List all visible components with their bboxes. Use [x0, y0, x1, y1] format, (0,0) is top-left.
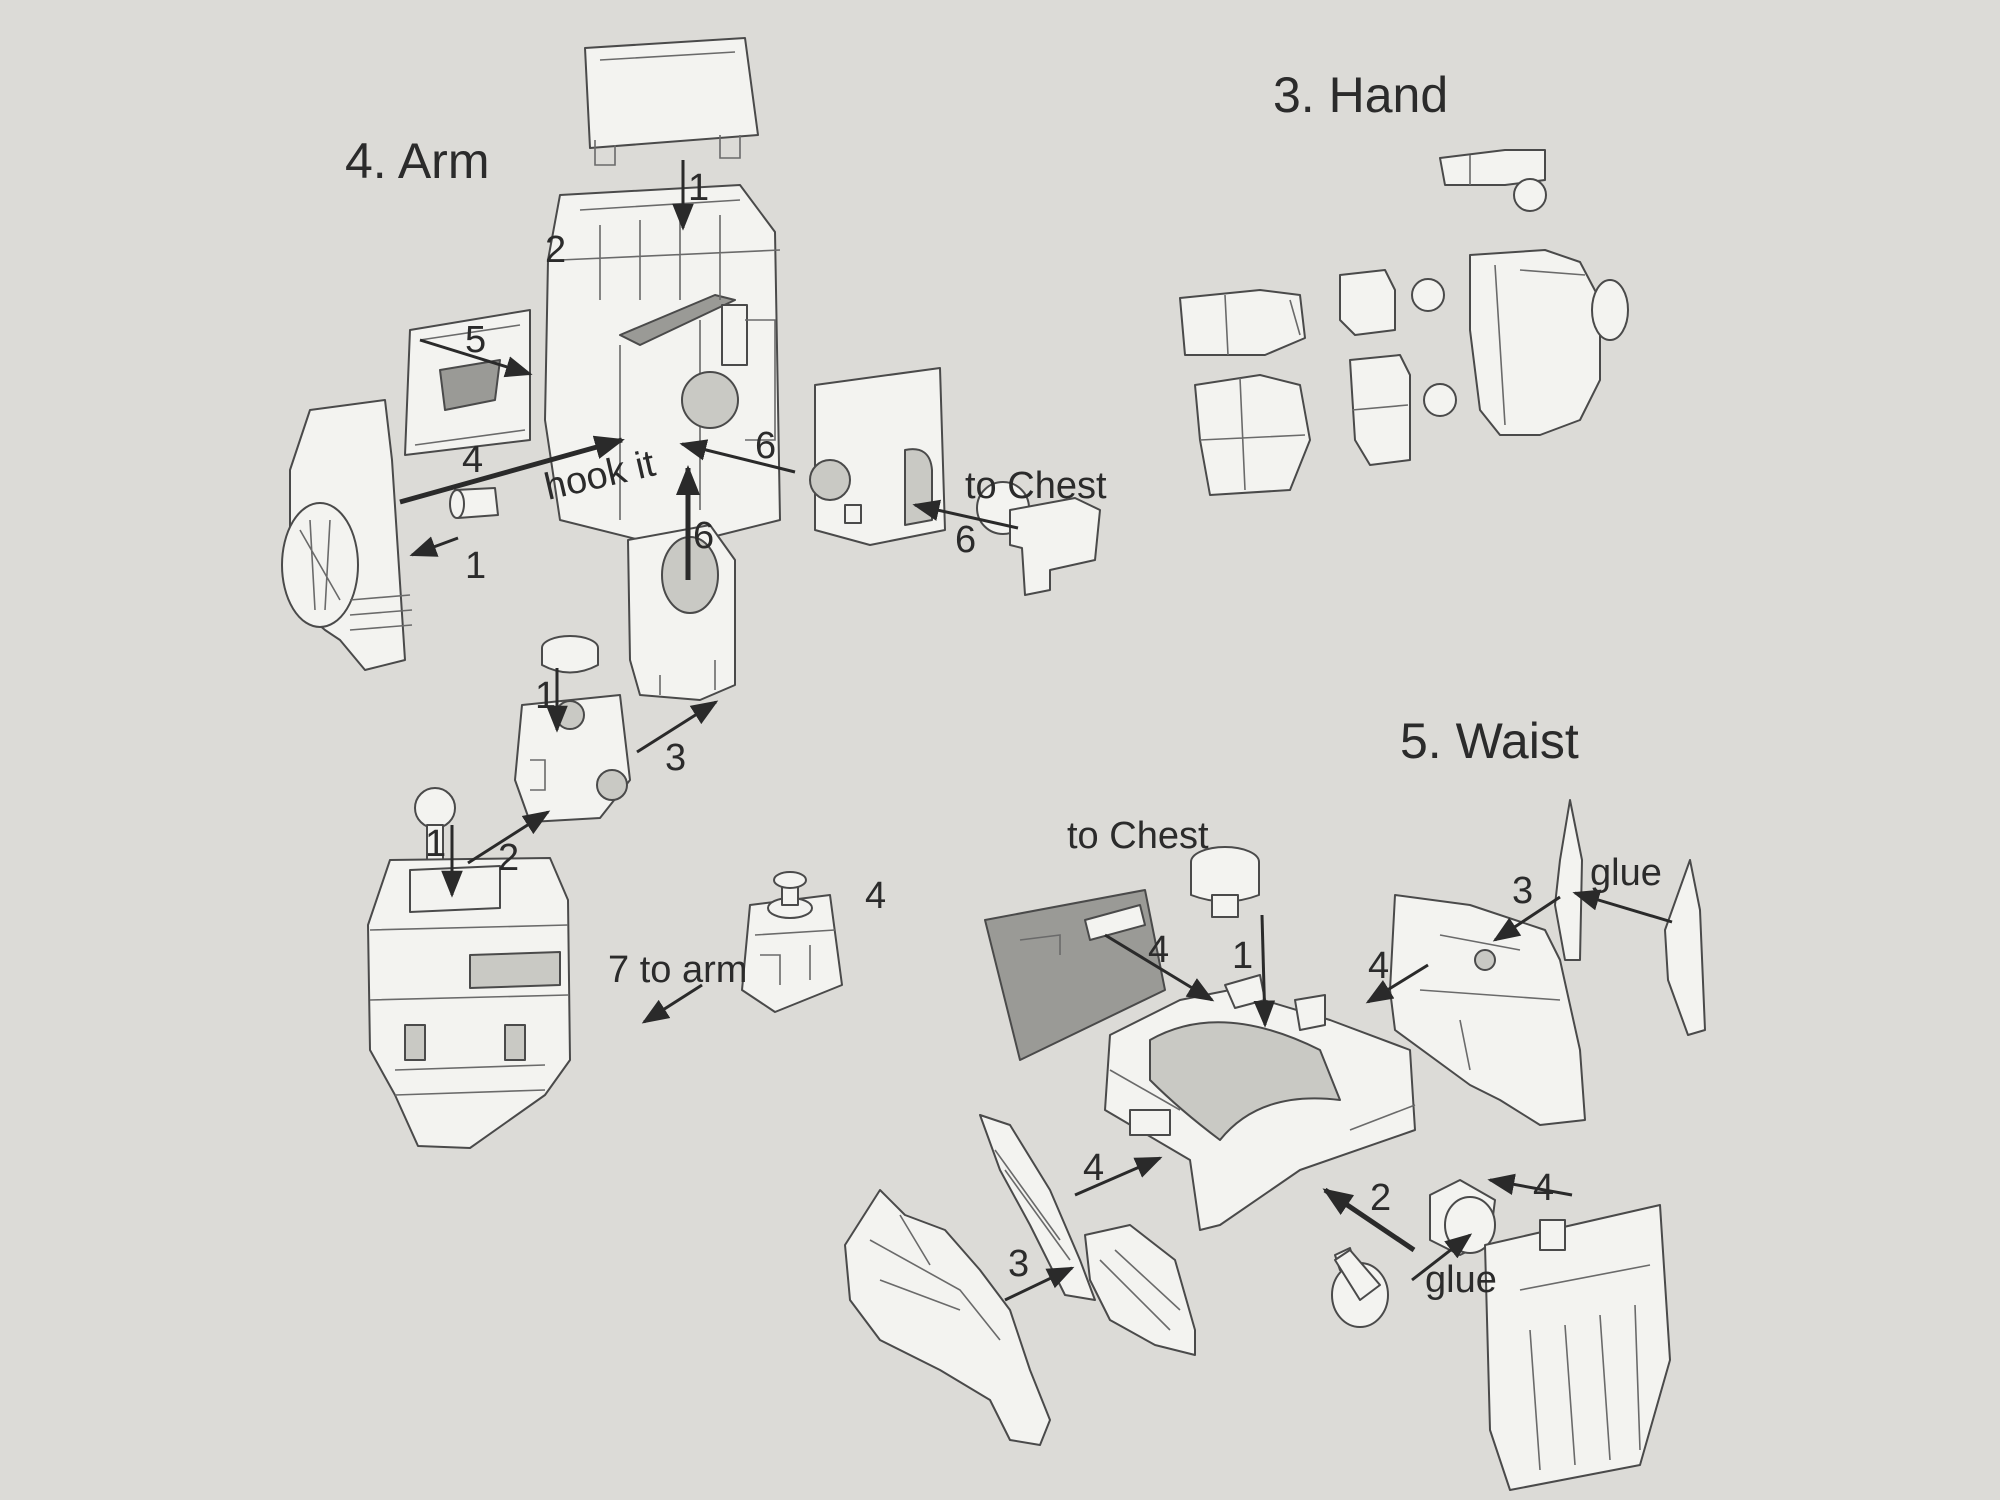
arrow-arm-5 [419, 338, 533, 378]
label-arm-1-left: 1 [465, 545, 486, 587]
arrow-waist-4-bottom-right [1487, 1173, 1573, 1197]
waist-section-title: 5. Waist [1400, 713, 1579, 769]
arm-cap-disc-part [541, 635, 599, 674]
label-arm-1-mid: 1 [535, 675, 556, 717]
hand-finger-lower-left-part [1194, 374, 1311, 496]
hand-finger-upper-left-part [1179, 289, 1306, 356]
label-arm-1-top: 1 [688, 167, 709, 209]
arrow-waist-1 [1253, 914, 1276, 1028]
waist-left-plate-part [984, 889, 1166, 1061]
arrow-waist-glue-bottom [1411, 1233, 1473, 1282]
waist-center-peg-part [1331, 1247, 1389, 1328]
label-arm-6-up: 6 [693, 515, 714, 557]
arm-socket-part [627, 524, 736, 701]
arrow-arm-6-chest [912, 499, 1019, 530]
arm-joint-cube-part [514, 694, 631, 823]
label-arm-3: 3 [665, 737, 686, 779]
waist-left-head-crest-part [844, 1189, 1051, 1446]
arm-small-joint-part [741, 871, 843, 1013]
label-arm-4: 4 [462, 439, 483, 481]
label-waist-3-bottom: 3 [1008, 1243, 1029, 1285]
label-waist-4-right: 4 [1368, 945, 1389, 987]
arrow-arm-4 [399, 435, 625, 505]
hand-finger-lower-mid-part [1349, 354, 1457, 466]
label-waist-4-bottom-left: 4 [1083, 1147, 1104, 1189]
arrow-arm-7 [641, 983, 703, 1024]
waist-right-fin-top-part [1554, 799, 1583, 961]
label-arm-6-right: 6 [755, 425, 776, 467]
waist-left-skirt-part [979, 1114, 1096, 1301]
arm-section-title: 4. Arm [345, 133, 489, 189]
arm-shoulder-cap-part [584, 37, 759, 166]
waist-peg-part [1190, 846, 1260, 918]
arrow-arm-3 [636, 700, 719, 754]
label-waist-1: 1 [1232, 935, 1253, 977]
label-arm-5: 5 [465, 319, 486, 361]
arm-elbow-block-part [809, 367, 946, 546]
label-waist-3-top: 3 [1512, 870, 1533, 912]
arm-small-pin-part [449, 487, 499, 519]
arrow-waist-4-right [1365, 963, 1429, 1004]
waist-left-armor-part [1084, 1224, 1196, 1356]
waist-right-fin-small-part [1664, 859, 1706, 1036]
label-waist-to-chest: to Chest [1067, 815, 1209, 857]
arrow-arm-1-left [409, 536, 459, 557]
label-arm-2-low: 2 [498, 837, 519, 879]
arrow-waist-4-left [1104, 933, 1215, 1002]
arrow-arm-2-low [467, 810, 551, 865]
label-waist-2: 2 [1370, 1177, 1391, 1219]
hand-finger-upper-mid-part [1339, 269, 1445, 336]
arm-forearm-shell-part [281, 399, 413, 671]
label-arm-to-chest: to Chest [965, 465, 1107, 507]
arrow-waist-glue-top [1572, 889, 1673, 924]
arrow-waist-4-bottom-left [1074, 1156, 1163, 1197]
arm-ball-peg-part [414, 787, 456, 866]
label-waist-glue-bottom: glue [1425, 1259, 1497, 1301]
waist-grille-panel-part [1484, 1204, 1671, 1491]
label-arm-2: 2 [545, 229, 566, 271]
label-arm-7-to-arm: 7 to arm [608, 949, 747, 991]
hand-thumb-part [1439, 149, 1547, 212]
label-waist-4-bottom-right: 4 [1533, 1167, 1554, 1209]
waist-right-plate-part [1389, 894, 1586, 1126]
hand-section-title: 3. Hand [1273, 67, 1448, 123]
arrow-waist-3-top [1492, 895, 1561, 942]
label-arm-1-low: 1 [425, 823, 446, 865]
label-waist-4-left: 4 [1148, 929, 1169, 971]
arrow-arm-6-right [679, 439, 796, 474]
arrow-waist-3-bottom [1004, 1266, 1075, 1302]
hand-palm-part [1469, 249, 1629, 436]
arrow-waist-2 [1322, 1187, 1416, 1253]
label-arm-4-small: 4 [865, 875, 886, 917]
arm-chest-connector-part [976, 481, 1101, 596]
label-waist-glue-top: glue [1590, 852, 1662, 894]
label-arm-6-chest: 6 [955, 519, 976, 561]
waist-main-body-part [1104, 974, 1416, 1231]
